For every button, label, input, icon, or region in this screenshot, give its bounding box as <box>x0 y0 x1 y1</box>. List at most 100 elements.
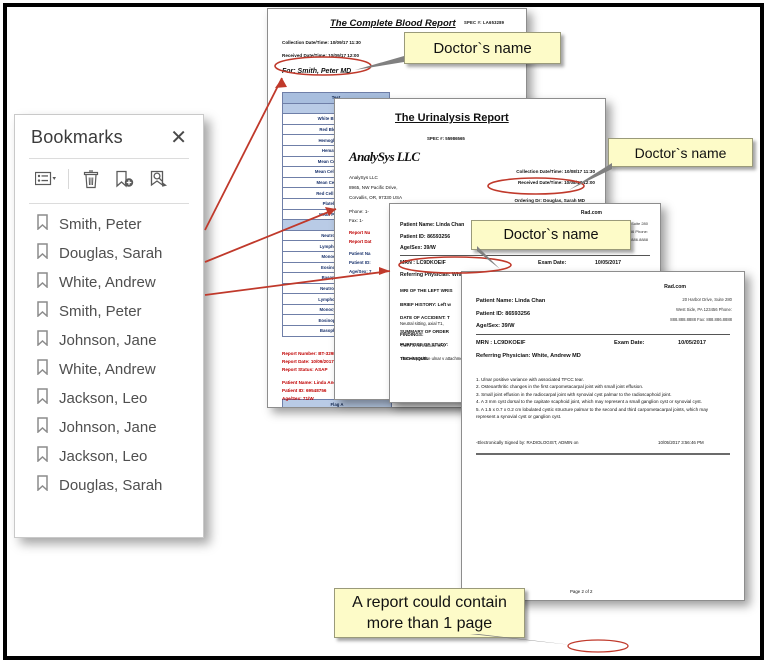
mri1-technique-text: Neutral sitting, axial T1, <box>400 321 444 326</box>
options-list-icon[interactable] <box>29 166 63 192</box>
bookmark-label: White, Andrew <box>59 274 156 291</box>
bookmark-item[interactable]: Johnson, Jane <box>15 413 203 442</box>
cbc-for-doctor: For: Smith, Peter MD <box>282 68 352 75</box>
mri1-patient-id: Patient ID: 86593256 <box>400 234 451 240</box>
urinalysis-age-sex: Age/Sex: 7 <box>349 269 372 274</box>
bookmark-label: Douglas, Sarah <box>59 477 163 494</box>
document-page-mri-2[interactable]: Rad.com 20 Harbor Drive, Suite 280 West … <box>461 271 745 601</box>
mri2-mrn: MRN : LC9DKOEIF <box>476 340 526 346</box>
urinalysis-spec: SPEC #: 55986565 <box>427 136 465 141</box>
urinalysis-report-number: Report Nu <box>349 230 371 235</box>
urinalysis-received: Received Date/Time: 10/08/17 12:00 <box>517 180 595 185</box>
bookmark-item[interactable]: Douglas, Sarah <box>15 239 203 268</box>
urinalysis-fax: Fax: 1- <box>349 218 364 223</box>
bookmark-icon <box>37 388 48 409</box>
mri2-exam-date: 10/05/2017 <box>678 340 706 346</box>
urinalysis-address1: 8965, NW Pacific Drive, <box>349 185 398 190</box>
urinalysis-company: AnalySys LLC <box>349 175 378 180</box>
bookmark-label: Smith, Peter <box>59 216 142 233</box>
mri2-page-number: Page 2 of 2 <box>570 589 593 594</box>
mri2-address1: 20 Harbor Drive, Suite 280 <box>682 297 732 302</box>
mri1-patient-name: Patient Name: Linda Chan <box>400 222 465 228</box>
mri1-section-heading: DATE OF ACCIDENT: T <box>400 315 450 320</box>
mri1-referring-physician: Referring Physician: White, Andrew MD <box>400 272 498 278</box>
bookmark-label: White, Andrew <box>59 361 156 378</box>
mri2-finding-item: 1. Ulnar positive variance with associat… <box>476 377 584 382</box>
bookmark-item[interactable]: Jackson, Leo <box>15 442 203 471</box>
mri2-signature: -Electronically Signed by: RADIOLOGIST, … <box>476 440 579 445</box>
bookmarks-toolbar <box>15 159 203 199</box>
new-bookmark-icon[interactable] <box>108 166 142 192</box>
toolbar-divider-bottom <box>29 203 189 204</box>
bookmark-icon <box>37 446 48 467</box>
mri1-section-heading: PURPOSE OF STUDY: <box>400 342 449 347</box>
bookmark-label: Jackson, Leo <box>59 448 148 465</box>
mri1-section-heading: MRI OF THE LEFT WRIS <box>400 288 453 293</box>
mri2-findings-list: 1. Ulnar positive variance with associat… <box>476 376 728 420</box>
mri2-bottom-divider <box>476 453 730 455</box>
bookmark-item[interactable]: White, Andrew <box>15 355 203 384</box>
bookmark-label: Johnson, Jane <box>59 332 157 349</box>
mri2-finding-item: 5. A 1.5 x 0.7 x 0.2 cm lobulated cystic… <box>476 406 709 420</box>
cbc-patient-id: Patient ID: 69548756 <box>282 387 327 393</box>
close-icon[interactable]: ✕ <box>170 126 187 149</box>
bookmarks-title: Bookmarks <box>31 127 123 147</box>
bookmark-item[interactable]: Douglas, Sarah <box>15 471 203 500</box>
bookmark-icon <box>37 272 48 293</box>
cbc-age-sex: Age/Sex: 71/W <box>282 396 314 402</box>
mri1-mrn: MRN : LC9DKOEIF <box>400 260 446 266</box>
mri2-exam-label: Exam Date: <box>614 340 645 346</box>
callout-doctor-name-2: Doctor`s name <box>608 138 753 167</box>
mri2-finding-item: 3. Small joint effusion in the radiocarp… <box>476 391 672 397</box>
cbc-report-info: Report Number: BT-3298 Report Date: 10/0… <box>282 350 336 403</box>
cbc-collection-date: Collection Date/Time: 10/09/17 11:30 <box>282 40 361 45</box>
mri1-brand: Rad.com <box>580 210 602 216</box>
bookmark-icon <box>37 330 48 351</box>
find-bookmark-icon[interactable] <box>142 166 176 192</box>
bookmark-item[interactable]: Johnson, Jane <box>15 326 203 355</box>
mri2-brand: Rad.com <box>664 284 686 290</box>
bookmark-icon <box>37 214 48 235</box>
mri1-section-heading: TECHNIQUE: <box>400 355 429 361</box>
mri2-divider <box>476 334 730 335</box>
delete-icon[interactable] <box>74 166 108 192</box>
cbc-title: The Complete Blood Report <box>330 18 456 29</box>
urinalysis-address2: Corvallis, OR, 97330 USA <box>349 195 403 200</box>
urinalysis-title: The Urinalysis Report <box>395 112 509 124</box>
bookmark-item[interactable]: Smith, Peter <box>15 210 203 239</box>
mri2-patient-id: Patient ID: 86593256 <box>476 311 531 317</box>
bookmark-icon <box>37 417 48 438</box>
bookmark-icon <box>37 301 48 322</box>
bookmark-item[interactable]: Smith, Peter <box>15 297 203 326</box>
mri2-patient-name: Patient Name: Linda Chan <box>476 298 546 304</box>
mri1-para2: There is positive ulnar v attachment. Th… <box>400 356 493 361</box>
bookmark-icon <box>37 243 48 264</box>
bookmark-label: Smith, Peter <box>59 303 142 320</box>
bookmark-icon <box>37 475 48 496</box>
urinalysis-patient-id: Patient ID: <box>349 260 371 265</box>
urinalysis-patient-name: Patient Na <box>349 251 371 256</box>
callout-doctor-name-3: Doctor`s name <box>471 220 631 250</box>
callout-doctor-name-1: Doctor`s name <box>404 32 561 64</box>
mri2-address3: 888.888.8888 Fax: 888.886.8888 <box>670 317 732 322</box>
bookmark-label: Johnson, Jane <box>59 419 157 436</box>
cbc-report-status: Report Status: ASAP <box>282 367 328 373</box>
analysys-logo: AnalySys LLC <box>349 149 420 164</box>
cbc-received-date: Received Date/Time: 10/09/17 12:00 <box>282 53 360 58</box>
bookmark-label: Jackson, Leo <box>59 390 148 407</box>
toolbar-divider <box>68 169 69 189</box>
mri2-referring-physician: Referring Physician: White, Andrew MD <box>476 353 581 359</box>
cbc-spec: SPEC #: LA653289 <box>464 20 505 25</box>
mri2-signature-date: 10/05/2017 3:56:46 PM <box>658 440 704 445</box>
urinalysis-ordering-doctor: Ordering Dr: Douglas, Sarah MD <box>514 198 585 203</box>
bookmark-item[interactable]: Jackson, Leo <box>15 384 203 413</box>
bookmark-item[interactable]: White, Andrew <box>15 268 203 297</box>
mri2-finding-item: 4. A 3 mm cyst dorsal to the capitate sc… <box>476 399 702 405</box>
mri1-section-heading: BRIEF HISTORY: Left w <box>400 301 451 307</box>
mri2-address2: West Side, PA 123456 Phone: <box>676 307 732 312</box>
mri1-exam-date: 10/05/2017 <box>595 260 621 266</box>
bookmarks-header: Bookmarks ✕ <box>15 115 203 154</box>
